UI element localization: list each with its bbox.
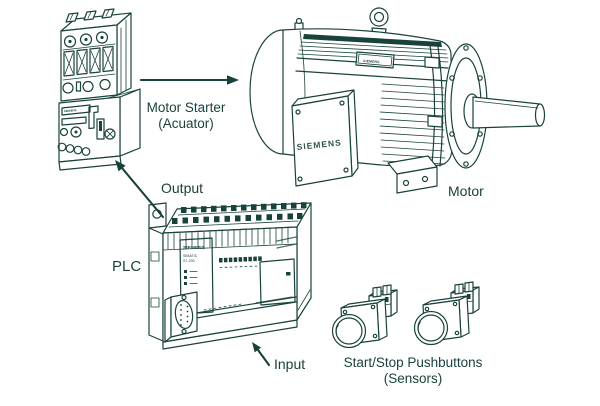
plc-bottom-markings xyxy=(203,296,293,311)
pushbuttons-label-line2: (Sensors) xyxy=(383,370,443,386)
motor-label: Motor xyxy=(448,183,484,199)
plc-model-line2: S7-200 xyxy=(183,259,195,263)
plc-model-line1: SIMATIC xyxy=(183,254,198,258)
starter-brand-text: SIEMENS xyxy=(64,108,77,113)
arrow-output-to-starter xyxy=(115,160,165,219)
motor-drawing: SIEMENS xyxy=(249,7,546,194)
arrow-starter-to-motor xyxy=(139,75,239,85)
pushbuttons-label-line1: Start/Stop Pushbuttons xyxy=(343,355,483,370)
plc-db9-connector xyxy=(164,291,198,343)
motor-nameplate-text: SIEMENS xyxy=(363,59,380,64)
plc-label: PLC xyxy=(112,258,142,275)
plc-terminal-blocks xyxy=(168,202,307,228)
plc-terminal-cover-hatch xyxy=(162,227,298,251)
motor-starter-label-line2: (Acuator) xyxy=(158,116,214,131)
input-label: Input xyxy=(274,356,306,372)
motor-starter-label: Motor Starter (Acuator) xyxy=(133,100,239,132)
pushbuttons-label: Start/Stop Pushbuttons (Sensors) xyxy=(327,355,499,386)
plc-io-leds xyxy=(219,256,262,268)
motor-box-brand-text: SIEMENS xyxy=(296,137,342,152)
arrow-input-to-plc xyxy=(252,342,271,367)
output-label: Output xyxy=(161,180,204,196)
motor-starter-drawing: SIEMENS xyxy=(57,8,141,171)
plc-drawing: SIEMENS SIMATIC S7-200 xyxy=(148,202,312,350)
plc-brand-text: SIEMENS xyxy=(183,245,205,250)
pushbutton-start-drawing xyxy=(331,284,398,349)
motor-starter-label-line1: Motor Starter xyxy=(146,100,226,115)
pushbutton-stop-drawing xyxy=(413,281,480,346)
